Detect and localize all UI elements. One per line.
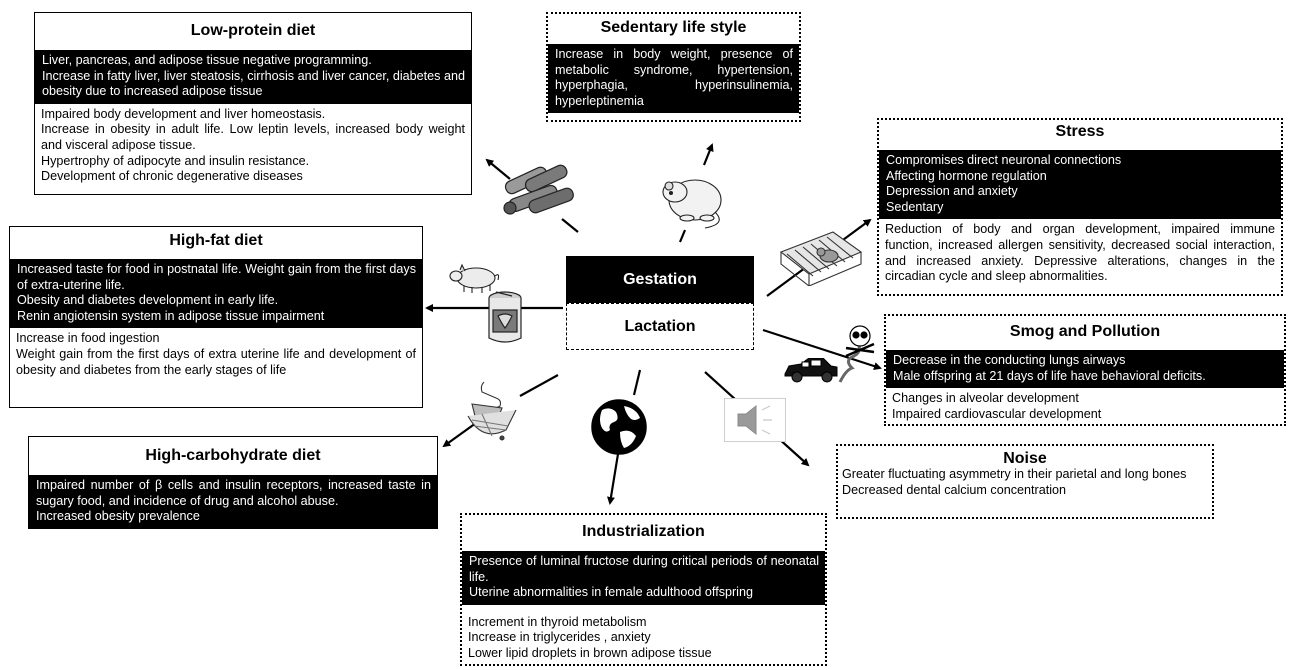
high-fat-dark-text: Increased taste for food in postnatal li… [10,259,422,329]
rat-icon [662,179,722,229]
arrow-low-protein [485,158,511,180]
low-protein-light-text: Impaired body development and liver home… [41,106,465,184]
noise-box: Noise Greater fluctuating asymmetry in t… [836,444,1214,519]
industrialization-dark-text: Presence of luminal fructose during crit… [462,551,825,605]
high-fat-light-text: Increase in food ingestion Weight gain f… [16,331,416,377]
high-carb-dark-text: Impaired number of β cells and insulin r… [29,475,437,529]
car-icon [784,358,838,383]
candy-hand-icon [467,381,517,441]
stress-dark-text: Compromises direct neuronal connections … [879,150,1281,220]
smog-box: Smog and Pollution Decrease in the condu… [884,314,1286,426]
gestation-label: Gestation [623,270,697,288]
stress-title: Stress [1055,123,1105,140]
arrow-industrialization [607,453,620,505]
arrow-high-carb-tail [519,374,559,397]
arrow-sedentary [702,143,714,166]
arrow-smog [762,328,882,370]
high-carb-title: High-carbohydrate diet [145,447,321,464]
high-fat-box: High-fat diet Increased taste for food i… [9,226,423,408]
arrow-high-carb [442,422,477,448]
arrow-low-protein-tail [561,218,579,233]
low-protein-title: Low-protein diet [190,22,316,39]
smog-dark-text: Decrease in the conducting lungs airways… [886,350,1284,389]
sedentary-dark-text: Increase in body weight, presence of met… [548,44,799,113]
noise-title: Noise [1003,450,1047,467]
logs-icon [503,164,574,215]
low-protein-dark-text: Liver, pancreas, and adipose tissue nega… [35,50,471,104]
stress-light-text: Reduction of body and organ development,… [885,222,1275,284]
skull-icon [838,325,875,383]
arrow-industrialization-tail [632,369,642,396]
industrialization-light-text: Increment in thyroid metabolism Increase… [468,614,712,660]
pig-icon [449,263,500,293]
globe-icon [591,399,647,455]
high-carb-box: High-carbohydrate diet Impaired number o… [28,436,438,529]
gestation-box: Gestation [566,256,754,303]
smog-light-text: Changes in alveolar development Impaired… [892,391,1102,421]
cage-icon [779,231,863,286]
speaker-icon [724,398,786,442]
high-fat-title: High-fat diet [169,232,263,249]
industrialization-title: Industrialization [582,523,705,540]
lactation-box: Lactation [566,303,754,350]
stress-box: Stress Compromises direct neuronal conne… [877,118,1283,296]
food-can-icon [488,291,522,343]
smog-title: Smog and Pollution [1009,323,1161,340]
industrialization-box: Industrialization Presence of luminal fr… [460,513,827,666]
low-protein-box: Low-protein diet Liver, pancreas, and ad… [34,12,472,195]
arrow-sedentary-tail [678,229,687,243]
sedentary-title: Sedentary life style [600,19,747,36]
noise-light-text: Greater fluctuating asymmetry in their p… [842,467,1187,497]
sedentary-box: Sedentary life style Increase in body we… [546,12,801,122]
lactation-label: Lactation [624,317,696,335]
